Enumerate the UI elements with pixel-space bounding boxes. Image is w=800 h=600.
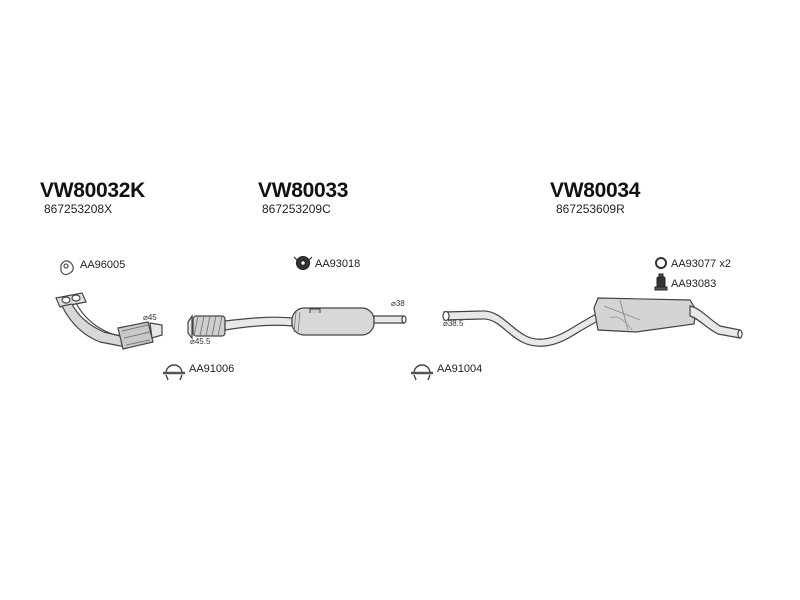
clamp-icon [163, 364, 185, 381]
gasket-icon [60, 260, 74, 276]
part-code-rubber-mount: AA93018 [315, 258, 361, 270]
part-code-ring: AA93077 x2 [671, 258, 731, 270]
group-code-middle: VW80033 [258, 179, 349, 202]
oem-number-front: 867253208X [44, 202, 113, 216]
part-code-clamp-right: AA91004 [437, 363, 483, 375]
diameter-label-rear-inlet: ⌀38.5 [443, 319, 464, 328]
rubber-mount-icon [293, 255, 313, 271]
part-code-clamp-left: AA91006 [189, 363, 235, 375]
oem-number-middle: 867253209C [262, 202, 331, 216]
diameter-label-mid-outlet: ⌀38 [391, 299, 405, 308]
oem-number-rear: 867253609R [556, 202, 625, 216]
part-code-mount: AA93083 [671, 278, 717, 290]
diameter-label-mid-inlet: ⌀45.5 [190, 337, 211, 346]
rear-muffler-part [442, 297, 743, 347]
front-downpipe-part [55, 292, 163, 350]
group-code-rear: VW80034 [550, 179, 641, 202]
clamp-icon [411, 364, 433, 381]
ring-icon [655, 257, 667, 269]
diameter-label-downpipe: ⌀45 [143, 313, 157, 322]
group-code-front: VW80032K [40, 179, 145, 202]
middle-silencer-part [187, 307, 407, 340]
mount-icon [654, 273, 668, 291]
part-code-gasket: AA96005 [80, 259, 126, 271]
